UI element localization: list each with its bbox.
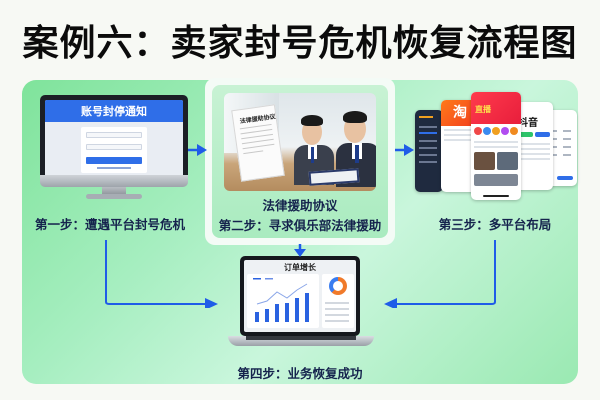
help-link [97,167,131,169]
laptop-keyboard [246,336,356,340]
monitor-screen: 账号封停通知 [40,95,188,183]
password-field [86,144,142,150]
order-growth-title: 订单增长 [284,263,316,272]
arrow-right-icon [188,144,207,156]
login-form [81,127,147,173]
monitor-stand [102,187,126,195]
elbow-arrow-right-icon [105,240,218,308]
elbow-arrow-left-icon [384,240,496,308]
username-field [86,132,142,138]
step4-laptop-image: 订单增长 [228,256,374,356]
arrow-down-icon [294,244,306,257]
donut-panel [322,274,354,328]
step4-label: 第四步：业务恢复成功 [237,366,363,381]
multi-platform-app-screens: 淘 直播 抖音 [415,92,577,202]
donut-chart [329,277,347,295]
step2-label: 第二步：寻求俱乐部法律援助 [218,218,382,233]
order-growth-chart [247,274,319,328]
step1-label: 第一步：遭遇平台封号危机 [34,217,185,232]
app-screen-admin [415,110,443,192]
step1-monitor-image: 账号封停通知 [40,95,188,200]
lawyers-meeting-photo: 法律援助协议 [224,93,376,191]
app-screen-douyin: 抖音 [515,102,553,190]
step2-card: 法律援助协议 法律援助协议 第二步：寻求俱乐部法律援助 [205,78,395,245]
suspension-notice-header: 账号封停通知 [45,100,183,122]
page-title: 案例六：卖家封号危机恢复流程图 [22,23,578,64]
app-screen-shop: 直播 [471,92,521,200]
step3-label: 第三步：多平台布局 [438,217,552,232]
login-button [86,157,142,164]
arrow-right-icon [395,144,414,156]
step2-caption: 法律援助协议 [262,198,338,213]
